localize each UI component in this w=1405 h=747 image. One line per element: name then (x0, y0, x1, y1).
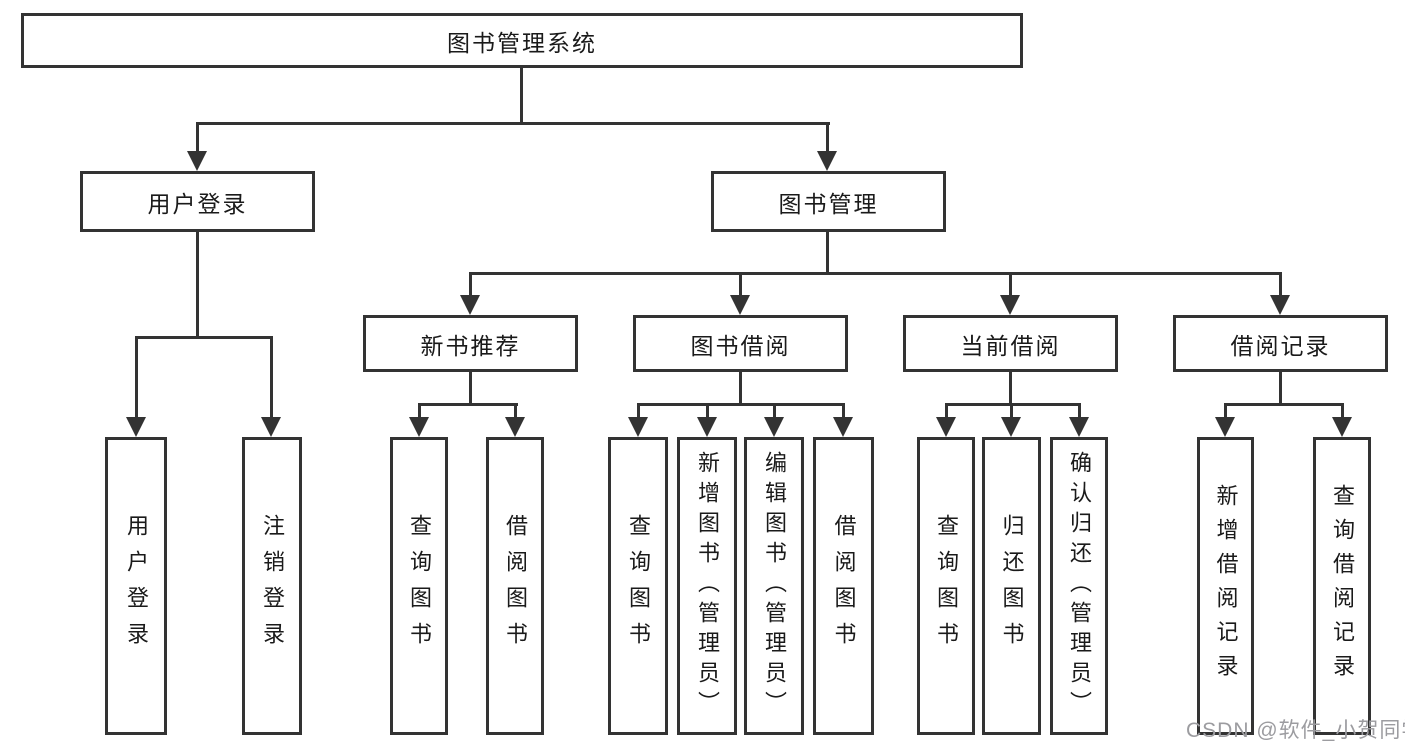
watermark: CSDN @软件_小贺同学 (1186, 719, 1405, 742)
connector-line (1078, 403, 1081, 418)
leaf-query-books-borrow: 查询图书 (608, 437, 668, 735)
leaf-borrow-books-label: 借阅图书 (831, 514, 857, 658)
arrow-down-icon (1069, 417, 1089, 437)
leaf-query-borrow-record: 查询借阅记录 (1313, 437, 1371, 735)
arrow-down-icon (1332, 417, 1352, 437)
connector-line (637, 403, 845, 406)
connector-line (469, 272, 1281, 275)
arrow-down-icon (628, 417, 648, 437)
arrow-down-icon (460, 295, 480, 315)
arrow-down-icon (1215, 417, 1235, 437)
node-book-borrow: 图书借阅 (633, 315, 848, 372)
arrow-down-icon (409, 417, 429, 437)
leaf-add-books-admin-label: 新增图书（管理员） (695, 451, 720, 721)
node-user-login-label: 用户登录 (147, 190, 248, 217)
arrow-down-icon (1001, 417, 1021, 437)
leaf-query-books-recommend-label: 查询图书 (407, 514, 432, 658)
leaf-add-borrow-record-label: 新增借阅记录 (1213, 484, 1239, 688)
connector-line (469, 372, 472, 405)
node-borrow-records-label: 借阅记录 (1230, 332, 1331, 359)
arrow-down-icon (817, 151, 837, 171)
node-root: 图书管理系统 (21, 13, 1023, 68)
connector-line (196, 122, 199, 154)
arrow-down-icon (1000, 295, 1020, 315)
node-current-borrow: 当前借阅 (903, 315, 1118, 372)
connector-line (826, 122, 829, 154)
leaf-user-login: 用户登录 (105, 437, 167, 735)
node-new-book-recommend-label: 新书推荐 (420, 332, 521, 359)
leaf-confirm-return-admin-label: 确认归还（管理员） (1067, 451, 1092, 721)
node-book-management-label: 图书管理 (778, 190, 879, 217)
leaf-borrow-books-recommend: 借阅图书 (486, 437, 544, 735)
leaf-logout-label: 注销登录 (260, 514, 285, 658)
connector-line (1224, 403, 1227, 418)
leaf-borrow-books: 借阅图书 (813, 437, 874, 735)
node-book-management: 图书管理 (711, 171, 946, 232)
node-new-book-recommend: 新书推荐 (363, 315, 578, 372)
connector-line (773, 403, 776, 418)
connector-line (196, 232, 199, 339)
leaf-borrow-books-recommend-label: 借阅图书 (503, 514, 528, 658)
leaf-logout: 注销登录 (242, 437, 302, 735)
connector-line (637, 403, 640, 418)
leaf-query-borrow-record-label: 查询借阅记录 (1330, 484, 1355, 688)
connector-line (196, 122, 830, 125)
node-root-label: 图书管理系统 (447, 29, 597, 56)
arrow-down-icon (505, 417, 525, 437)
arrow-down-icon (126, 417, 146, 437)
connector-line (469, 272, 472, 296)
connector-line (514, 403, 517, 418)
connector-line (418, 403, 421, 418)
connector-line (270, 336, 273, 418)
leaf-query-books-recommend: 查询图书 (390, 437, 448, 735)
node-user-login: 用户登录 (80, 171, 315, 232)
connector-line (739, 372, 742, 405)
arrow-down-icon (833, 417, 853, 437)
connector-line (135, 336, 138, 418)
leaf-return-books: 归还图书 (982, 437, 1041, 735)
node-borrow-records: 借阅记录 (1173, 315, 1388, 372)
connector-line (826, 232, 829, 275)
arrow-down-icon (936, 417, 956, 437)
arrow-down-icon (187, 151, 207, 171)
connector-line (1224, 403, 1344, 406)
arrow-down-icon (730, 295, 750, 315)
connector-line (1341, 403, 1344, 418)
connector-line (1279, 372, 1282, 405)
arrow-down-icon (764, 417, 784, 437)
connector-line (1009, 272, 1012, 296)
leaf-add-books-admin: 新增图书（管理员） (677, 437, 737, 735)
connector-line (706, 403, 709, 418)
node-current-borrow-label: 当前借阅 (960, 332, 1061, 359)
leaf-add-borrow-record: 新增借阅记录 (1197, 437, 1254, 735)
connector-line (520, 68, 523, 125)
connector-line (1279, 272, 1282, 296)
arrow-down-icon (261, 417, 281, 437)
connector-line (739, 272, 742, 296)
connector-line (135, 336, 273, 339)
connector-line (1010, 403, 1013, 418)
leaf-query-books-borrow-label: 查询图书 (626, 514, 651, 658)
arrow-down-icon (697, 417, 717, 437)
connector-line (945, 403, 1081, 406)
connector-line (1009, 372, 1012, 405)
leaf-user-login-label: 用户登录 (124, 514, 149, 658)
leaf-query-books-current-label: 查询图书 (934, 514, 959, 658)
connector-line (418, 403, 518, 406)
node-book-borrow-label: 图书借阅 (690, 332, 791, 359)
leaf-query-books-current: 查询图书 (917, 437, 975, 735)
connector-line (945, 403, 948, 418)
arrow-down-icon (1270, 295, 1290, 315)
leaf-edit-books-admin: 编辑图书（管理员） (744, 437, 804, 735)
leaf-return-books-label: 归还图书 (999, 514, 1025, 658)
leaf-confirm-return-admin: 确认归还（管理员） (1050, 437, 1108, 735)
leaf-edit-books-admin-label: 编辑图书（管理员） (762, 451, 787, 721)
connector-line (842, 403, 845, 418)
